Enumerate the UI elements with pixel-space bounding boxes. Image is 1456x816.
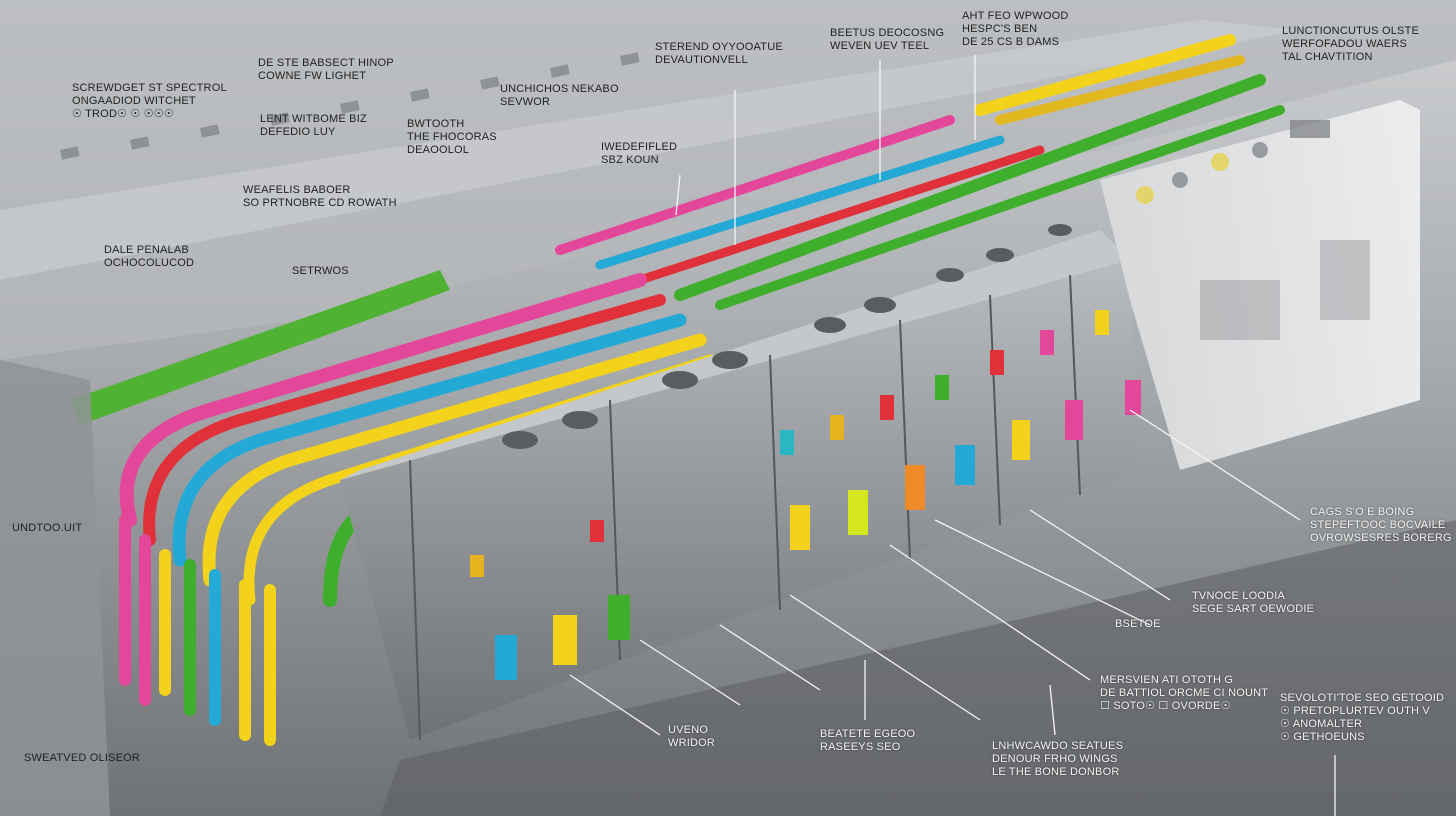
callout-line: WEVEN UEV TEEL [830, 40, 930, 52]
callout-line: DEFEDIO LUY [260, 126, 336, 138]
callout-line: DE STE BABSECT HINOP [258, 57, 394, 69]
callout-label-12: AHT FEO WPWOOD HESPC'S BEN DE 25 CS B DA… [962, 10, 1068, 49]
callout-line: STEPEFTOOC BOCVAILE [1310, 519, 1446, 531]
callout-label-16: CAGS S'O E BOING STEPEFTOOC BOCVAILE OVR… [1310, 506, 1452, 545]
callout-line: UNCHICHOS NEKABO [500, 83, 619, 95]
callout-line: OVROWSESRES BORERG [1310, 532, 1452, 544]
callout-label-9: STEREND OYYOOATUE DEVAUTIONVELL [655, 41, 783, 67]
callout-line: TAL CHAVTITION [1282, 51, 1373, 63]
callout-line: SWEATVED OLISEOR [24, 752, 141, 764]
callout-line: BEATETE EGEOO [820, 728, 916, 740]
callout-line: ONGAADIOD WITCHET [72, 95, 196, 107]
callout-label-23: LNHWCAWDO SEATUES DENOUR FRHO WINGS LE T… [992, 740, 1123, 779]
lower-housing [380, 520, 1456, 816]
callout-label-13: LUNCTIONCUTUS OLSTE WERFOFADOU WAERS TAL… [1282, 25, 1419, 64]
callout-line: SCREWDGET ST SPECTROL [72, 82, 227, 94]
callout-line: SO PRTNOBRE CD ROWATH [243, 197, 397, 209]
callout-line: WERFOFADOU WAERS [1282, 38, 1408, 50]
left-frame [0, 360, 110, 816]
callout-line: WEAFELIS BABOER [243, 184, 351, 196]
callout-line: UVENO [668, 724, 709, 736]
callout-label-4: WEAFELIS BABOER SO PRTNOBRE CD ROWATH [243, 184, 397, 210]
callout-line: WRIDOR [668, 737, 716, 749]
callout-line: ☉ PRETOPLURTEV OUTH V [1280, 705, 1430, 717]
callout-label-5: DALE PENALAB OCHOCOLUCOD [104, 244, 194, 270]
callout-label-11: BEETUS DEOCOSNG WEVEN UEV TEEL [830, 27, 944, 53]
callout-line: THE FHOCORAS [407, 131, 497, 143]
callout-line: CAGS S'O E BOING [1310, 506, 1415, 518]
callout-line: ☐ SOTO☉ ☐ OVORDE☉ [1100, 700, 1231, 712]
callout-line: SEVWOR [500, 96, 551, 108]
callout-line: MERSVIEN ATI OTOTH G [1100, 674, 1234, 686]
right-module-details [1136, 120, 1370, 340]
callout-line: UNDTOO.UIT [12, 522, 83, 534]
terminal-holes [502, 224, 1072, 449]
callout-label-17: TVNOCE LOODIA SEGE SART OEWODIE [1192, 590, 1314, 616]
callout-line: ☉ ANOMALTER [1280, 718, 1363, 730]
callout-label-1: SCREWDGET ST SPECTROL ONGAADIOD WITCHET … [72, 82, 227, 121]
callout-line: COWNE FW LIGHET [258, 70, 367, 82]
callout-line: STEREND OYYOOATUE [655, 41, 783, 53]
callout-line: RASEEYS SEO [820, 741, 901, 753]
front-wire-bundle [119, 273, 716, 607]
callout-label-8: BWTOOTH THE FHOCORAS DEAOOLOL [407, 118, 497, 157]
right-control-module [1100, 100, 1420, 470]
callout-line: HESPC'S BEN [962, 23, 1038, 35]
callout-line: OCHOCOLUCOD [104, 257, 195, 269]
callout-label-19: MERSVIEN ATI OTOTH G DE BATTIOL ORCME CI… [1100, 674, 1268, 713]
callout-line: SBZ KOUN [601, 154, 659, 166]
callout-line: ☉ TROD☉ ☉ ☉☉☉ [72, 108, 174, 120]
callout-label-2: DE STE BABSECT HINOP COWNE FW LIGHET [258, 57, 394, 83]
upper-housing [0, 0, 1456, 360]
callout-line: DALE PENALAB [104, 244, 189, 256]
green-bus-bar [70, 270, 450, 425]
callout-line: LENT WITBOME BIZ [260, 113, 367, 125]
callout-leader-lines [569, 55, 1336, 816]
callout-line: SETRWOS [292, 265, 349, 277]
callout-line: DEAOOLOL [407, 144, 470, 156]
callout-label-18: BSETOE [1115, 618, 1161, 631]
callout-label-22: BEATETE EGEOO RASEEYS SEO [820, 728, 915, 754]
callout-label-7: UNCHICHOS NEKABO SEVWOR [500, 83, 619, 109]
callout-label-20: SEVOLOTI'TOE SEO GETOOID ☉ PRETOPLURTEV … [1280, 692, 1444, 744]
callout-line: BEETUS DEOCOSNG [830, 27, 945, 39]
callout-line: BSETOE [1115, 618, 1161, 630]
callout-line: DENOUR FRHO WINGS [992, 753, 1118, 765]
callout-line: TVNOCE LOODIA [1192, 590, 1286, 602]
callout-line: SEGE SART OEWODIE [1192, 603, 1315, 615]
callout-line: IWEDEFIFLED [601, 141, 678, 153]
back-wires [555, 34, 1285, 310]
callout-line: ☉ GETHOEUNS [1280, 731, 1365, 743]
callout-line: LUNCTIONCUTUS OLSTE [1282, 25, 1420, 37]
callout-line: DE BATTIOL ORCME CI NOUNT [1100, 687, 1269, 699]
upper-slots [59, 52, 640, 160]
callout-label-21: UVENO WRIDOR [668, 724, 715, 750]
callout-line: DEVAUTIONVELL [655, 54, 748, 66]
callout-line: SEVOLOTI'TOE SEO GETOOID [1280, 692, 1445, 704]
vertical-wire-drops [119, 514, 276, 746]
callout-line: AHT FEO WPWOOD [962, 10, 1069, 22]
callout-line: LNHWCAWDO SEATUES [992, 740, 1124, 752]
callout-label-3: LENT WITBOME BIZ DEFEDIO LUY [260, 113, 367, 139]
callout-label-6: SETRWOS [292, 265, 349, 278]
callout-label-14: UNDTOO.UIT [12, 522, 82, 535]
callout-line: DE 25 CS B DAMS [962, 36, 1060, 48]
callout-label-10: IWEDEFIFLED SBZ KOUN [601, 141, 677, 167]
callout-line: LE THE BONE DONBOR [992, 766, 1120, 778]
terminal-connectors [470, 310, 1141, 680]
callout-label-15: SWEATVED OLISEOR [24, 752, 140, 765]
callout-line: BWTOOTH [407, 118, 465, 130]
